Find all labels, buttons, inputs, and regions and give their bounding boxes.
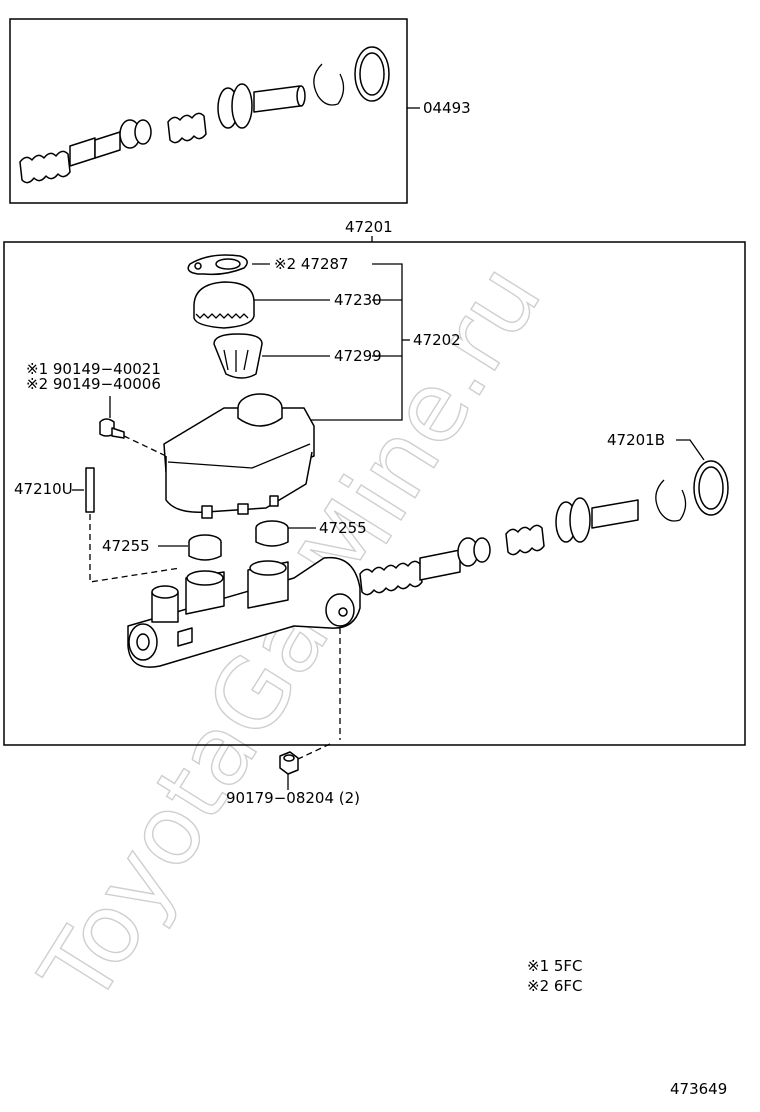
label-47255-left: 47255	[102, 537, 150, 555]
piston-kit-parts	[19, 46, 390, 184]
label-47201: 47201	[345, 218, 393, 236]
grommet-left	[188, 534, 222, 561]
label-47202: 47202	[413, 331, 461, 349]
reservoir-gasket	[187, 254, 248, 276]
note-6fc: ※2 6FC	[527, 977, 583, 995]
grommet-right	[255, 520, 289, 547]
mounting-nut	[279, 751, 299, 775]
label-47201B: 47201B	[607, 431, 665, 449]
label-90149-40021: ※1 90149−40021	[26, 360, 161, 378]
label-90149-40006: ※2 90149−40006	[26, 375, 161, 393]
diagram-id: 473649	[670, 1080, 727, 1098]
reservoir-cap	[193, 281, 255, 329]
reservoir-strainer	[213, 333, 263, 379]
reservoir-tank	[163, 393, 315, 519]
kit-box	[9, 18, 408, 204]
label-90179-08204: 90179−08204 (2)	[226, 789, 360, 807]
master-cylinder-box	[3, 241, 746, 746]
note-5fc: ※1 5FC	[527, 957, 583, 975]
reservoir-bolt	[99, 418, 125, 439]
label-47210U: 47210U	[14, 480, 73, 498]
cylinder-body	[127, 556, 361, 668]
label-47255-right: 47255	[319, 519, 367, 537]
label-04493: 04493	[423, 99, 471, 117]
label-47299: 47299	[334, 347, 382, 365]
cylinder-pistons	[359, 460, 729, 596]
label-47287: ※2 47287	[274, 255, 349, 273]
label-47230: 47230	[334, 291, 382, 309]
pin	[85, 467, 95, 513]
